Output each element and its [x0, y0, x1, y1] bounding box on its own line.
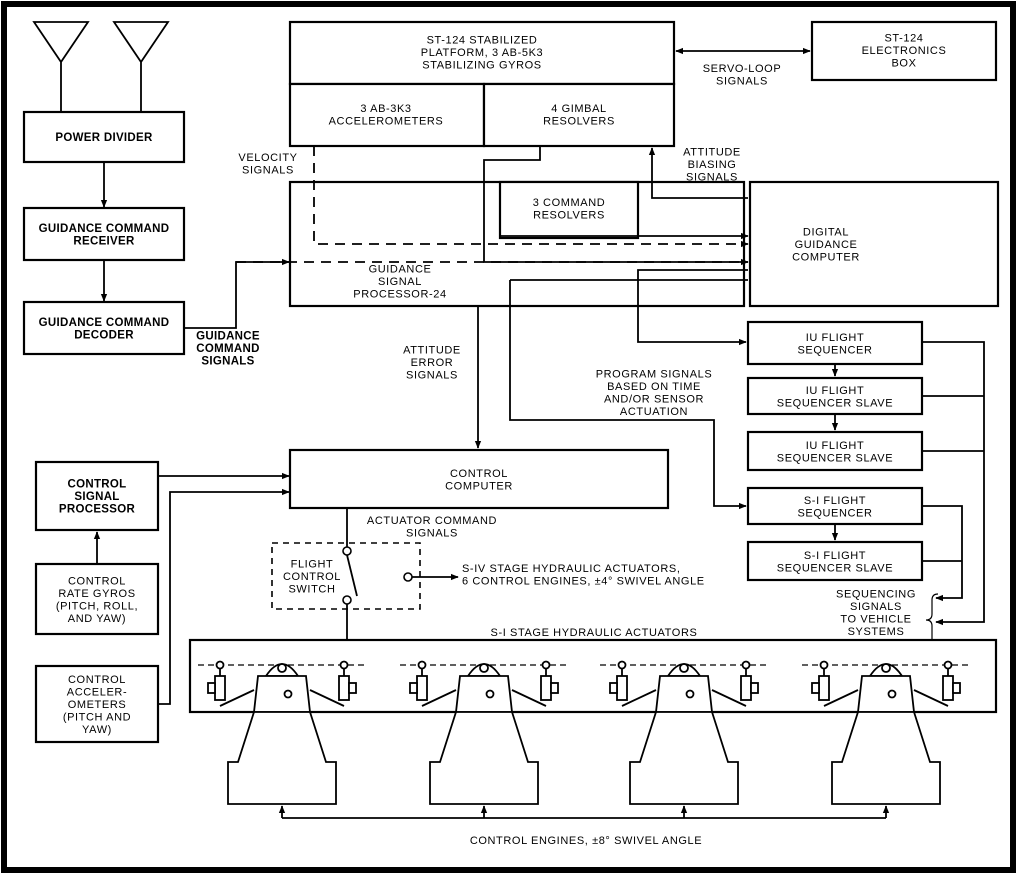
- power-divider-label: POWER DIVIDER: [55, 132, 153, 144]
- control-engines-label: CONTROL ENGINES, ±8° SWIVEL ANGLE: [470, 835, 702, 847]
- dgc-return-line: [637, 269, 748, 290]
- engine-1: [198, 660, 366, 805]
- attitude-biasing-line: [648, 147, 748, 199]
- engine-2: [400, 660, 568, 805]
- antenna-icon-right: [112, 21, 170, 112]
- si-actuators-label: S-I STAGE HYDRAULIC ACTUATORS: [491, 627, 698, 639]
- arrow-accel-to-computer: [158, 488, 290, 705]
- gimbal-signal-line: [483, 146, 749, 266]
- si-sequencing-bus: [922, 505, 963, 602]
- engine-3: [600, 660, 768, 805]
- arrow-decoder-to-processor: [184, 258, 290, 329]
- siv-actuators-label: S-IV STAGE HYDRAULIC ACTUATORS,6 CONTROL…: [462, 563, 705, 588]
- engine-group: [198, 660, 970, 805]
- engine-4: [802, 660, 970, 805]
- program-signal-line: [509, 280, 747, 510]
- power-divider-block: POWER DIVIDER: [22, 110, 186, 164]
- antenna-icon-left: [32, 21, 90, 112]
- sequencing-brace: [925, 593, 939, 647]
- arrow-to-iu-sequencer: [637, 290, 747, 346]
- sequencing-bus-right: [922, 341, 985, 626]
